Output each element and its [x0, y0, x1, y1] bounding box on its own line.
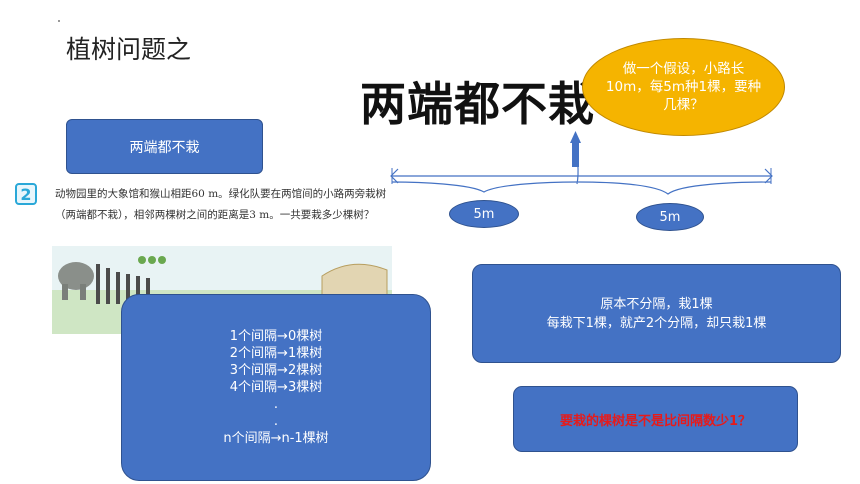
problem-number-badge: 2	[15, 183, 37, 205]
tree-marker-arrow	[570, 131, 581, 143]
interval-list-box: 1个间隔→0棵树 2个间隔→1棵树 3个间隔→2棵树 4个间隔→3棵树 . . …	[121, 294, 431, 481]
interval-item: n个间隔→n-1棵树	[223, 431, 329, 446]
tree-marker-bar	[572, 142, 579, 167]
right-brace	[577, 181, 772, 195]
explanation-line: 每栽下1棵，就产2个分隔，却只栽1棵	[546, 315, 767, 331]
segment-label-2: 5m	[636, 203, 704, 231]
interval-item: 1个间隔→0棵树	[229, 329, 323, 344]
slide-subtitle: 植树问题之	[66, 35, 192, 64]
interval-item: .	[273, 397, 279, 412]
topic-box: 两端都不栽	[66, 119, 263, 174]
elephant-shape	[58, 262, 94, 290]
segment-label-1: 5m	[449, 200, 519, 228]
hypothesis-bubble: 做一个假设，小路长10m，每5m种1棵，要种几棵？	[582, 38, 785, 136]
fence-shape	[96, 264, 150, 304]
explanation-box: 原本不分隔，栽1棵 每栽下1棵，就产2个分隔，却只栽1棵	[472, 264, 841, 363]
interval-item: .	[273, 414, 279, 429]
trees-shape	[138, 256, 166, 264]
interval-item: 4个间隔→3棵树	[229, 380, 323, 395]
question-box: 要栽的棵树是不是比间隔数少1？	[513, 386, 798, 452]
problem-text: 动物园里的大象馆和猴山相距60 m。绿化队要在两馆间的小路两旁栽树（两端都不栽）…	[55, 188, 387, 221]
interval-item: 3个间隔→2棵树	[229, 363, 323, 378]
explanation-line: 原本不分隔，栽1棵	[600, 296, 713, 312]
right-arrowhead	[764, 168, 773, 184]
left-brace	[391, 181, 578, 193]
interval-item: 2个间隔→1棵树	[229, 346, 323, 361]
slide-title: 两端都不栽	[360, 77, 595, 131]
left-arrowhead	[390, 168, 399, 184]
decorative-dot	[58, 20, 60, 22]
